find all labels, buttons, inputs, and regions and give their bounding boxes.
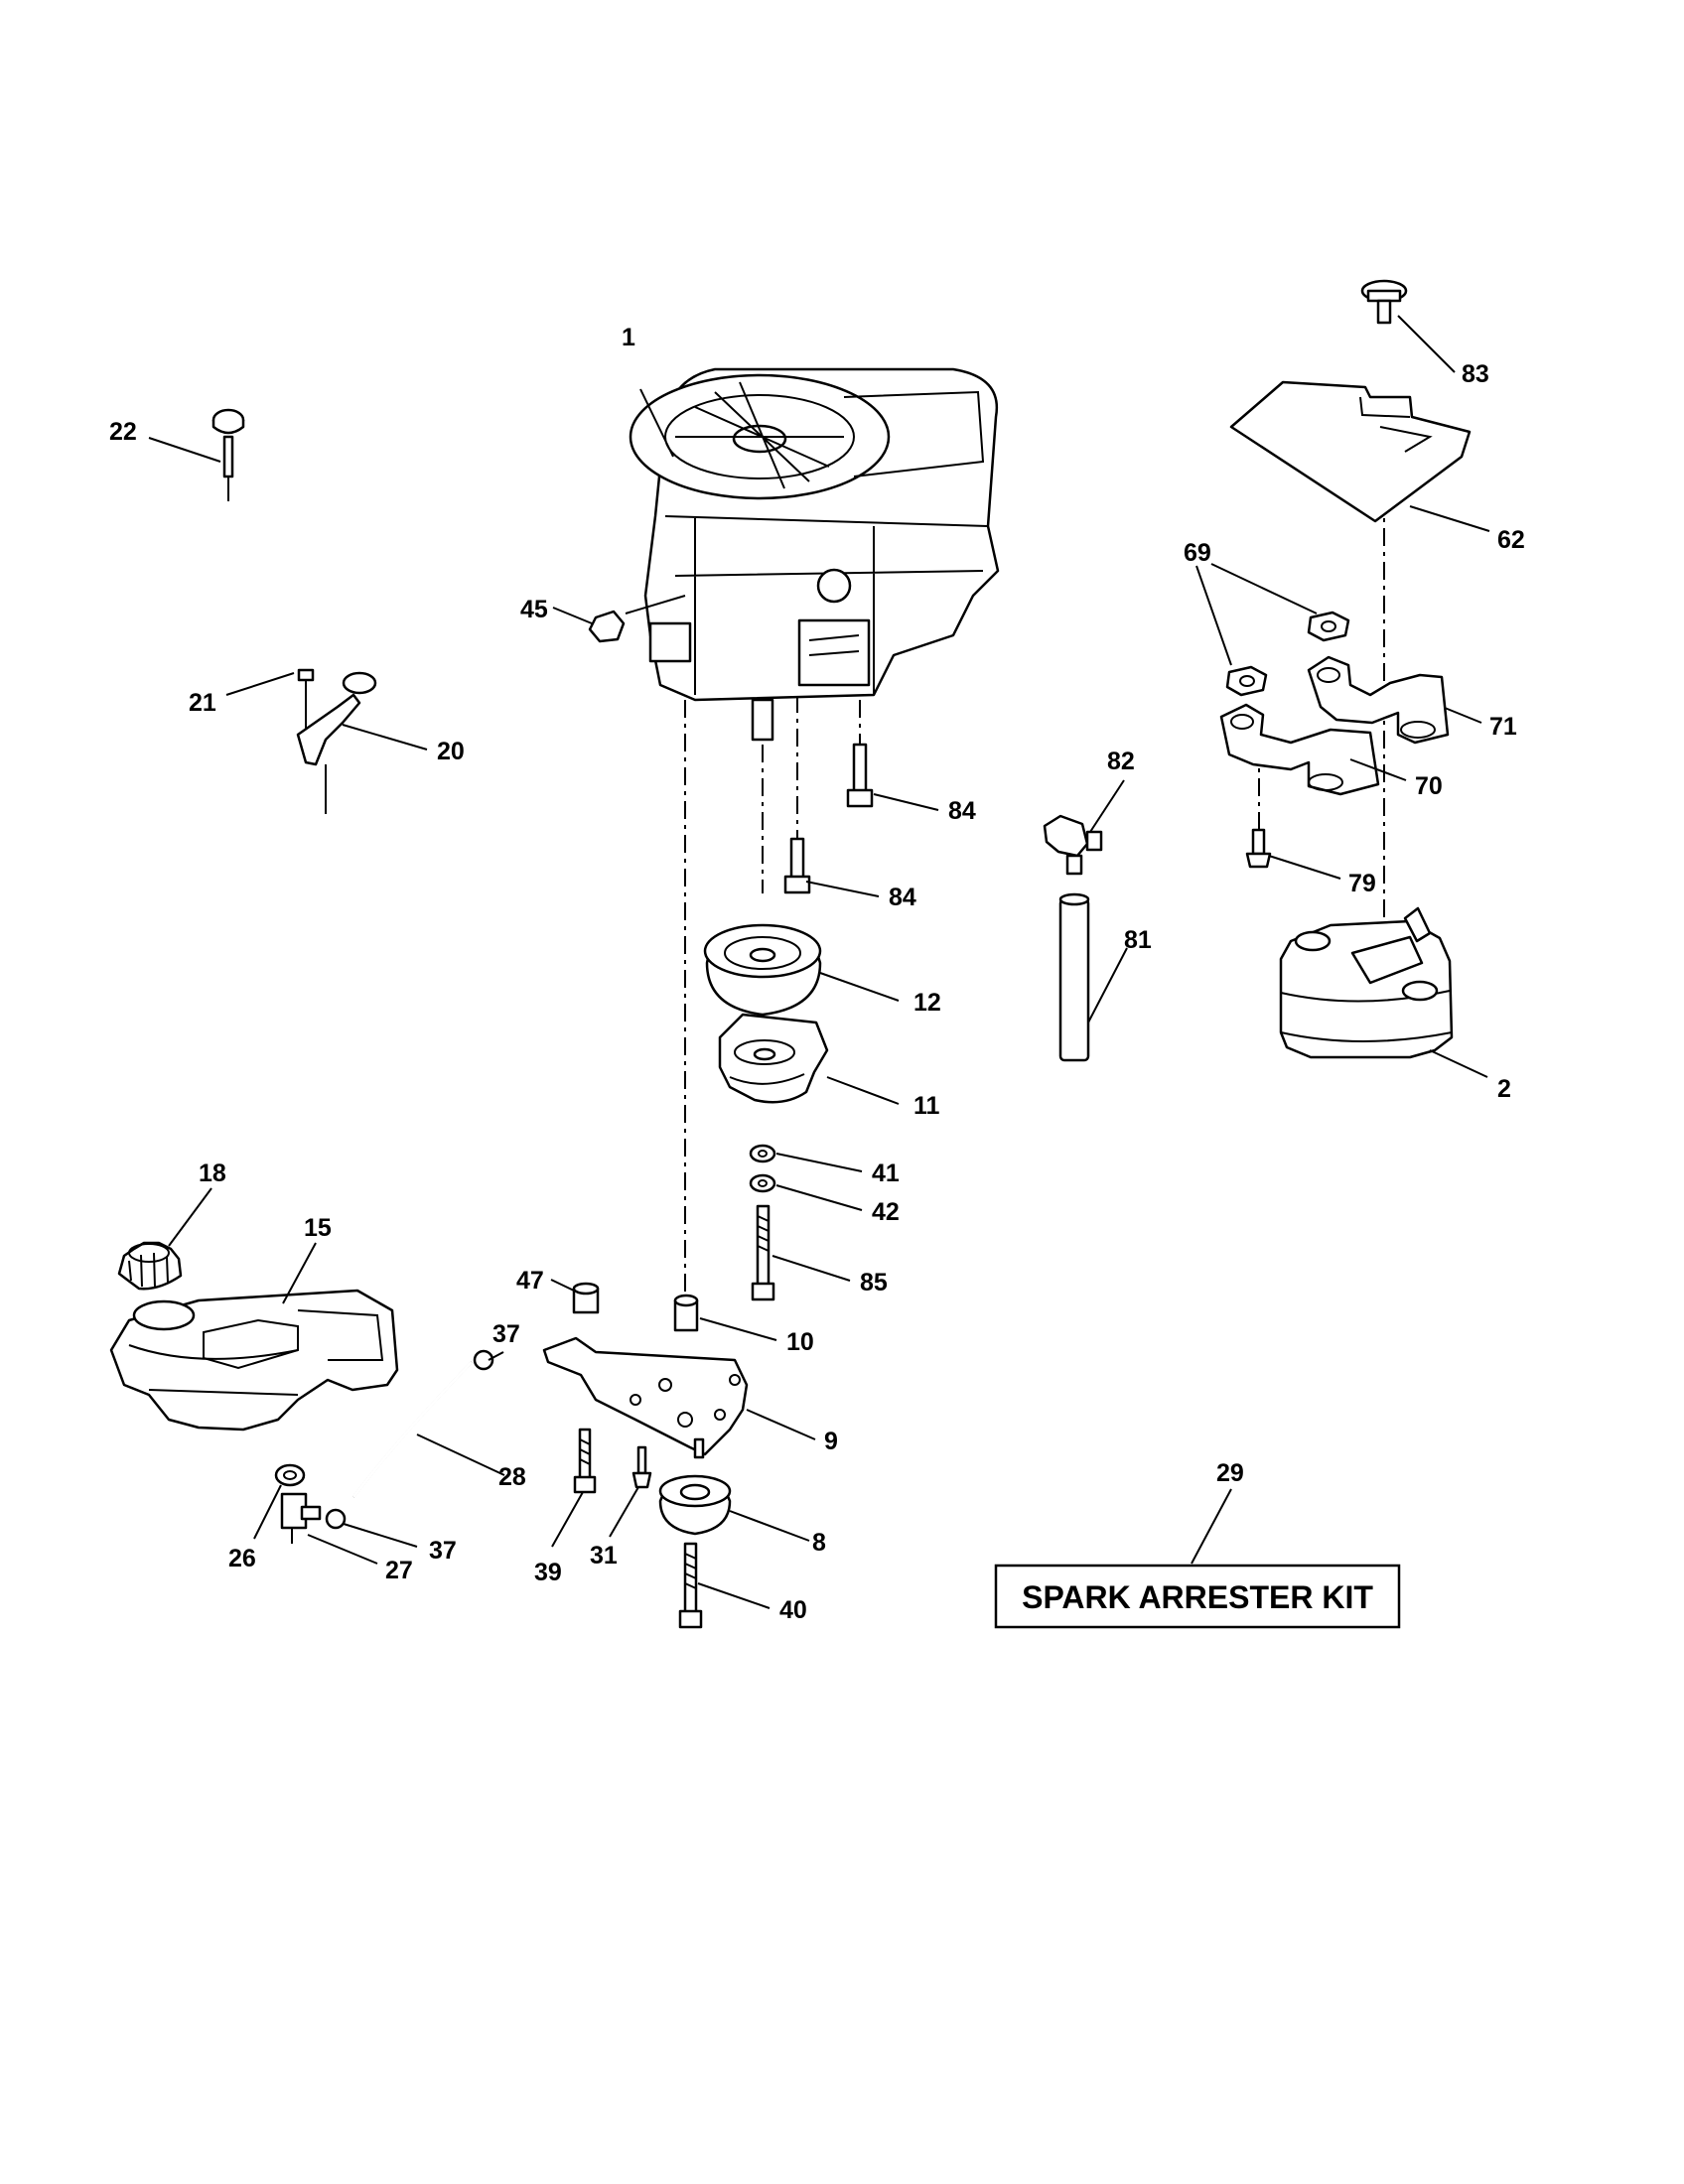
callout-84-lower: 84 (889, 884, 916, 911)
bolt-part-39[interactable] (573, 1428, 597, 1494)
bolt-part-83[interactable] (1360, 279, 1408, 325)
callout-11: 11 (913, 1092, 940, 1120)
tube-part-81[interactable] (1058, 892, 1090, 1062)
spark-arrester-kit-label: SPARK ARRESTER KIT (1022, 1579, 1373, 1615)
screw-part-31[interactable] (632, 1445, 652, 1489)
bolt-part-79[interactable] (1245, 828, 1272, 869)
callout-10: 10 (786, 1328, 814, 1356)
cap-part-47[interactable] (572, 1282, 600, 1314)
bolt-part-84b[interactable] (783, 837, 811, 894)
callout-2: 2 (1497, 1075, 1511, 1103)
callout-37-lower: 37 (429, 1537, 457, 1565)
callout-42: 42 (872, 1198, 900, 1226)
hose-clamp-part-37a[interactable] (473, 1349, 494, 1371)
callout-15: 15 (304, 1214, 332, 1242)
callout-62: 62 (1497, 526, 1525, 554)
callout-79: 79 (1348, 870, 1376, 897)
bracket-part-9[interactable] (542, 1336, 749, 1459)
lever-part-20[interactable] (296, 671, 377, 814)
callout-39: 39 (534, 1559, 562, 1586)
callout-71: 71 (1489, 713, 1517, 741)
gasket-part-69b[interactable] (1307, 611, 1350, 642)
fuel-fitting-part-27[interactable] (280, 1492, 322, 1544)
callout-12: 12 (913, 989, 941, 1017)
callout-31: 31 (590, 1542, 618, 1570)
callout-82: 82 (1107, 748, 1135, 775)
washer-part-41[interactable] (749, 1144, 776, 1163)
callout-41: 41 (872, 1160, 900, 1187)
exhaust-pipe-part-70[interactable] (1219, 703, 1380, 796)
callout-40: 40 (779, 1596, 807, 1624)
bolt-part-84a[interactable] (846, 743, 874, 808)
callout-69: 69 (1184, 539, 1211, 567)
callout-1: 1 (622, 324, 635, 351)
hose-clamp-part-37b[interactable] (325, 1508, 347, 1530)
leader-lines (148, 315, 1490, 1609)
fuel-line-part-28[interactable] (351, 1360, 474, 1498)
idler-pulley-part-8[interactable] (658, 1474, 732, 1536)
callout-37-upper: 37 (492, 1320, 520, 1348)
callout-8: 8 (812, 1529, 826, 1557)
pulley-part-12[interactable] (703, 923, 822, 1017)
callout-9: 9 (824, 1428, 838, 1455)
screw-part-21[interactable] (297, 668, 315, 735)
callout-22: 22 (109, 418, 137, 446)
callout-labels: 1 45 22 21 20 84 84 12 11 41 42 85 10 47… (109, 324, 1525, 1624)
spark-arrester-kit-box[interactable]: SPARK ARRESTER KIT (994, 1564, 1401, 1629)
bolt-part-40[interactable] (678, 1542, 703, 1629)
spacer-part-10[interactable] (673, 1294, 699, 1332)
callout-47: 47 (516, 1267, 544, 1295)
heat-shield-part-62[interactable] (1229, 380, 1472, 523)
callout-26: 26 (228, 1545, 256, 1572)
clutch-part-11[interactable] (718, 1013, 829, 1104)
grommet-part-26[interactable] (274, 1463, 306, 1487)
gasket-part-69a[interactable] (1225, 665, 1268, 697)
callout-21: 21 (189, 689, 216, 717)
callout-29: 29 (1216, 1459, 1244, 1487)
bolt-part-85[interactable] (751, 1204, 775, 1301)
fuel-cap-part-18[interactable] (117, 1241, 183, 1291)
exhaust-pipe-part-71[interactable] (1307, 655, 1450, 745)
washer-part-42[interactable] (749, 1173, 776, 1193)
knob-part-22[interactable] (211, 408, 245, 501)
callout-70: 70 (1415, 772, 1443, 800)
callout-83: 83 (1462, 360, 1489, 388)
callout-28: 28 (498, 1463, 526, 1491)
callout-27: 27 (385, 1557, 413, 1584)
fuel-tank-part-15[interactable] (109, 1289, 399, 1432)
nut-part-45[interactable] (588, 610, 626, 643)
callout-20: 20 (437, 738, 465, 765)
engine-part[interactable] (629, 367, 1000, 742)
fitting-part-82[interactable] (1043, 814, 1103, 876)
callout-81: 81 (1124, 926, 1152, 954)
callout-84-upper: 84 (948, 797, 976, 825)
muffler-part-2[interactable] (1279, 906, 1454, 1059)
callout-85: 85 (860, 1269, 888, 1297)
callout-45: 45 (520, 596, 548, 623)
callout-18: 18 (199, 1160, 226, 1187)
